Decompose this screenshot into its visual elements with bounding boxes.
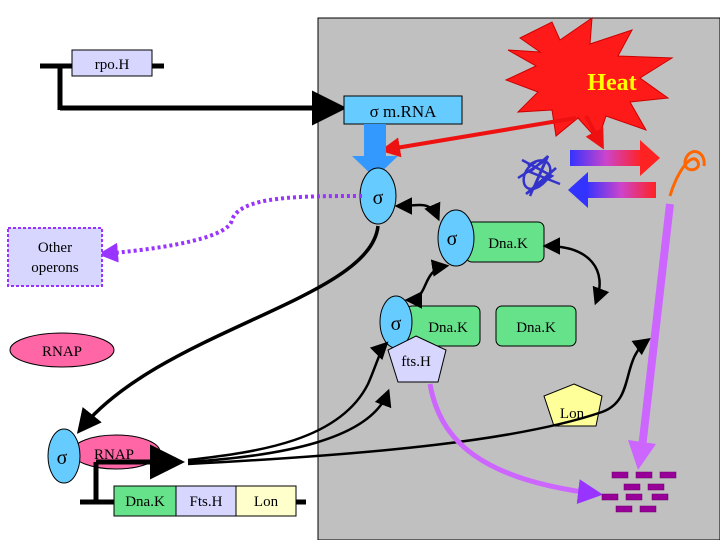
free-dnak bbox=[495, 305, 577, 347]
other-operons-box bbox=[7, 227, 103, 287]
ftsh-degradation-arrow bbox=[427, 383, 603, 505]
heat-burst: Heat bbox=[504, 16, 674, 141]
rpoh-box bbox=[71, 49, 153, 77]
gene-dnak-box bbox=[113, 485, 177, 517]
unfolded-degradation-arrow bbox=[638, 203, 674, 449]
expression-to-ftsh-arrow bbox=[187, 388, 392, 464]
sigma-to-other-operons-arrow bbox=[98, 194, 363, 263]
sigma-rnap-association-arrow bbox=[76, 225, 380, 434]
sigma-dnak-binding-arrow bbox=[394, 197, 441, 222]
gene-dnak-label: Dna.K bbox=[125, 494, 165, 510]
heat-to-unfolding-arrow bbox=[584, 115, 604, 150]
holoenzyme-rnap-label: RNAP bbox=[94, 447, 134, 463]
sigma-dnak-complex-upper: σ Dna.K bbox=[437, 209, 545, 267]
heat-label: Heat bbox=[587, 70, 636, 96]
sigma-mrna-label: σ m.RNA bbox=[370, 102, 438, 121]
translation-arrow bbox=[352, 124, 398, 178]
other-operons-line1: Other bbox=[38, 240, 72, 256]
sigma-dnak-complex-lower: σ Dna.K bbox=[379, 295, 481, 349]
expression-to-dnak-arrow bbox=[187, 341, 389, 462]
complex-exchange-arrow bbox=[404, 259, 450, 309]
upper-dnak-label: Dna.K bbox=[488, 236, 528, 252]
dnak-release-arrow bbox=[542, 237, 610, 306]
sigma-rnap-holoenzyme: σ RNAP bbox=[47, 428, 161, 484]
sigma-mrna-box bbox=[343, 95, 463, 125]
free-sigma-label: σ bbox=[373, 187, 384, 209]
folding-double-arrow bbox=[568, 140, 660, 208]
ftsh-protease bbox=[387, 335, 447, 383]
degraded-peptides bbox=[601, 471, 677, 513]
gene-lon-box bbox=[235, 485, 297, 517]
expression-to-lon-arrow bbox=[187, 337, 651, 466]
upper-sigma-label: σ bbox=[447, 228, 458, 250]
heat-to-mrna-arrow bbox=[380, 116, 577, 158]
free-dnak-label: Dna.K bbox=[516, 320, 556, 336]
ftsh-label: fts.H bbox=[401, 354, 431, 370]
free-rnap bbox=[9, 332, 115, 368]
rpoh-gene: rpo.H bbox=[40, 49, 347, 126]
other-operons-line2: operons bbox=[31, 260, 79, 276]
unfolded-degradation-arrowhead bbox=[628, 440, 656, 470]
holoenzyme-sigma-label: σ bbox=[57, 447, 68, 469]
heat-shock-operon: Dna.K Fts.H Lon bbox=[80, 444, 306, 517]
gene-lon-label: Lon bbox=[254, 494, 279, 510]
rpoh-label: rpo.H bbox=[95, 57, 130, 73]
lower-dnak-label: Dna.K bbox=[428, 320, 468, 336]
lower-sigma-label: σ bbox=[391, 313, 402, 335]
free-rnap-label: RNAP bbox=[42, 344, 82, 360]
folded-protein-icon bbox=[668, 150, 706, 197]
gene-ftsh-label: Fts.H bbox=[190, 494, 223, 510]
unfolded-protein-icon bbox=[517, 155, 561, 197]
